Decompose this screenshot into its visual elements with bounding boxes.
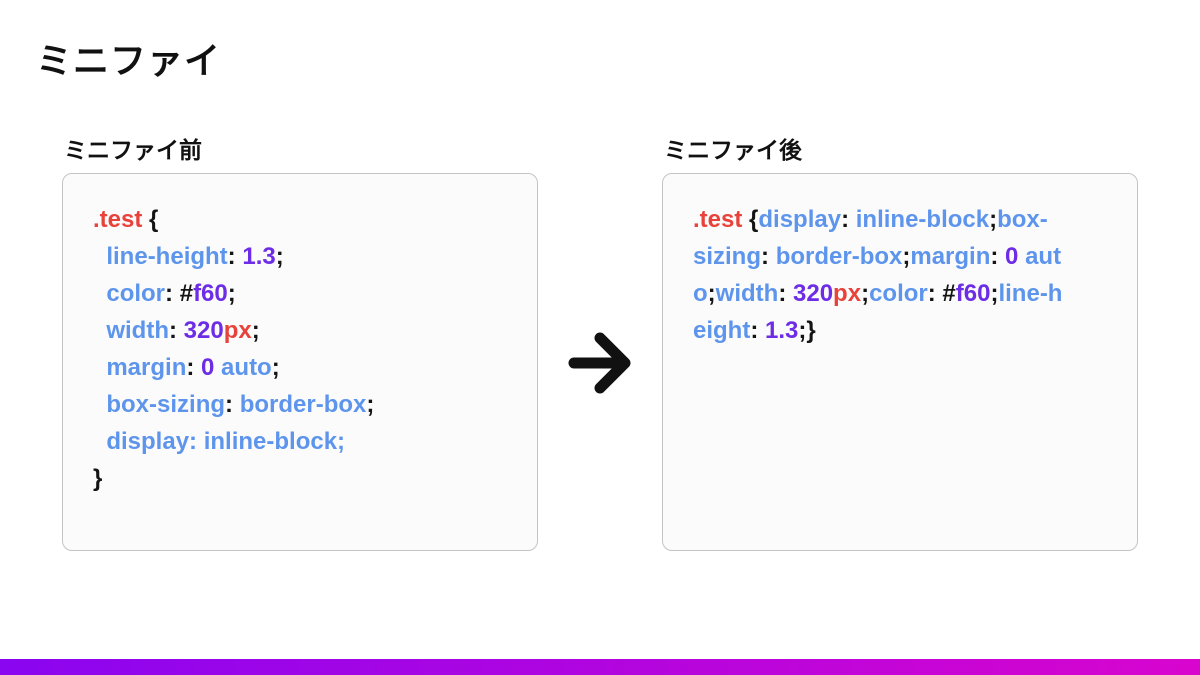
bottom-gradient-bar <box>0 659 1200 675</box>
code-line: color: #f60; <box>106 280 236 307</box>
code-line: display: inline-block; <box>106 428 346 455</box>
code-line: } <box>93 465 103 492</box>
page-title: ミニファイ <box>36 40 222 81</box>
code-line: eight: 1.3;} <box>693 317 816 344</box>
code-line: box-sizing: border-box; <box>106 391 375 418</box>
code-block-before: .test { line-height: 1.3; color: #f60; w… <box>63 174 537 550</box>
code-line: o;width: 320px;color: #f60;line-h <box>693 280 1063 307</box>
code-panel-after: .test {display: inline-block;box-sizing:… <box>662 173 1138 551</box>
code-line: .test {display: inline-block;box- <box>693 206 1048 233</box>
right-arrow-strokes <box>568 332 631 394</box>
code-block-after: .test {display: inline-block;box-sizing:… <box>663 174 1137 550</box>
after-panel-label: ミニファイ後 <box>664 137 802 163</box>
code-panel-before: .test { line-height: 1.3; color: #f60; w… <box>62 173 538 551</box>
before-panel-label: ミニファイ前 <box>64 137 202 163</box>
code-line: sizing: border-box;margin: 0 aut <box>693 243 1062 270</box>
right-arrow-icon <box>567 325 639 401</box>
code-line: margin: 0 auto; <box>106 354 280 381</box>
code-line: .test { <box>93 206 159 233</box>
code-line: line-height: 1.3; <box>106 243 284 270</box>
code-line: width: 320px; <box>106 317 260 344</box>
